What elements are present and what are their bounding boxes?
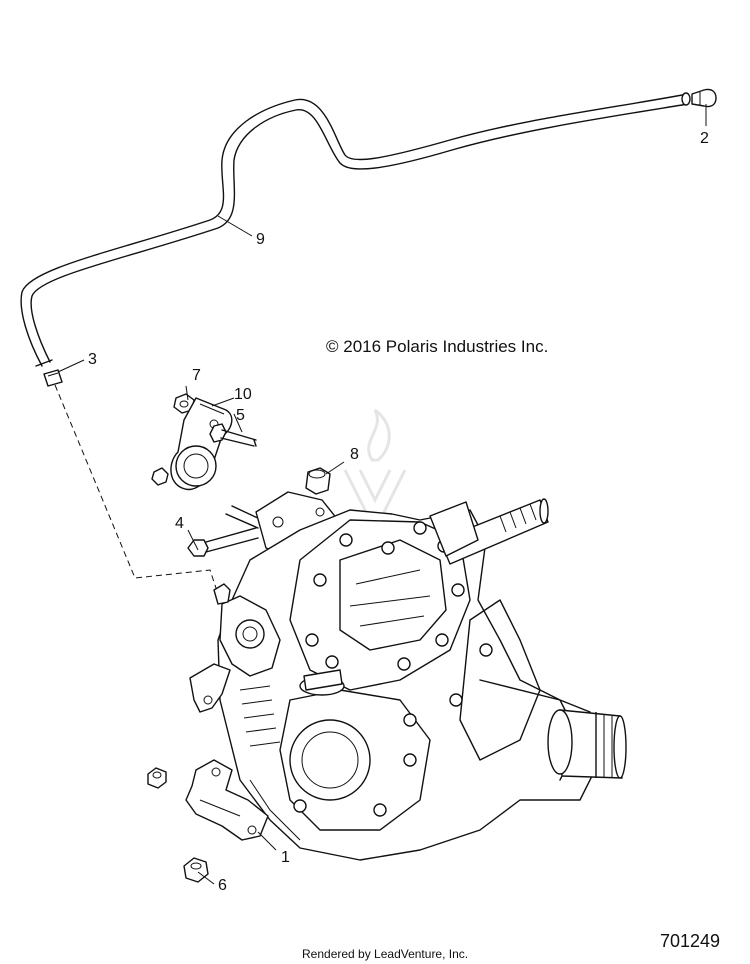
plug-8 — [305, 467, 331, 495]
callout-3: 3 — [88, 351, 97, 368]
gear-position-sensor — [170, 397, 233, 491]
bolt-small — [151, 467, 169, 486]
callout-5: 5 — [236, 407, 245, 424]
callout-7: 7 — [192, 367, 201, 384]
callout-6: 6 — [218, 877, 227, 894]
diagram-id: 701249 — [660, 931, 721, 951]
vent-fitting — [691, 88, 717, 108]
hose-clamp — [43, 369, 63, 387]
nut-6 — [183, 857, 209, 883]
callout-4: 4 — [175, 515, 184, 532]
callout-8: 8 — [350, 446, 359, 463]
housing-bolts — [293, 521, 493, 817]
callout-10: 10 — [234, 386, 252, 403]
bolt-5 — [209, 423, 257, 447]
bolt-bracket — [147, 767, 167, 789]
leader-lines — [57, 104, 707, 885]
transmission-assembly — [189, 491, 601, 861]
callout-9: 9 — [256, 231, 265, 248]
rear-output-shaft — [547, 709, 627, 779]
copyright-text: © 2016 Polaris Industries Inc. — [326, 337, 549, 356]
vent-hose — [20, 92, 691, 367]
front-output-shaft — [429, 498, 549, 565]
routing-dashed-line — [54, 384, 221, 601]
callout-1: 1 — [281, 849, 290, 866]
bolt-4 — [187, 505, 263, 557]
callout-2: 2 — [700, 130, 709, 147]
footer-credit: Rendered by LeadVenture, Inc. — [302, 947, 469, 961]
bracket-1 — [185, 759, 269, 841]
